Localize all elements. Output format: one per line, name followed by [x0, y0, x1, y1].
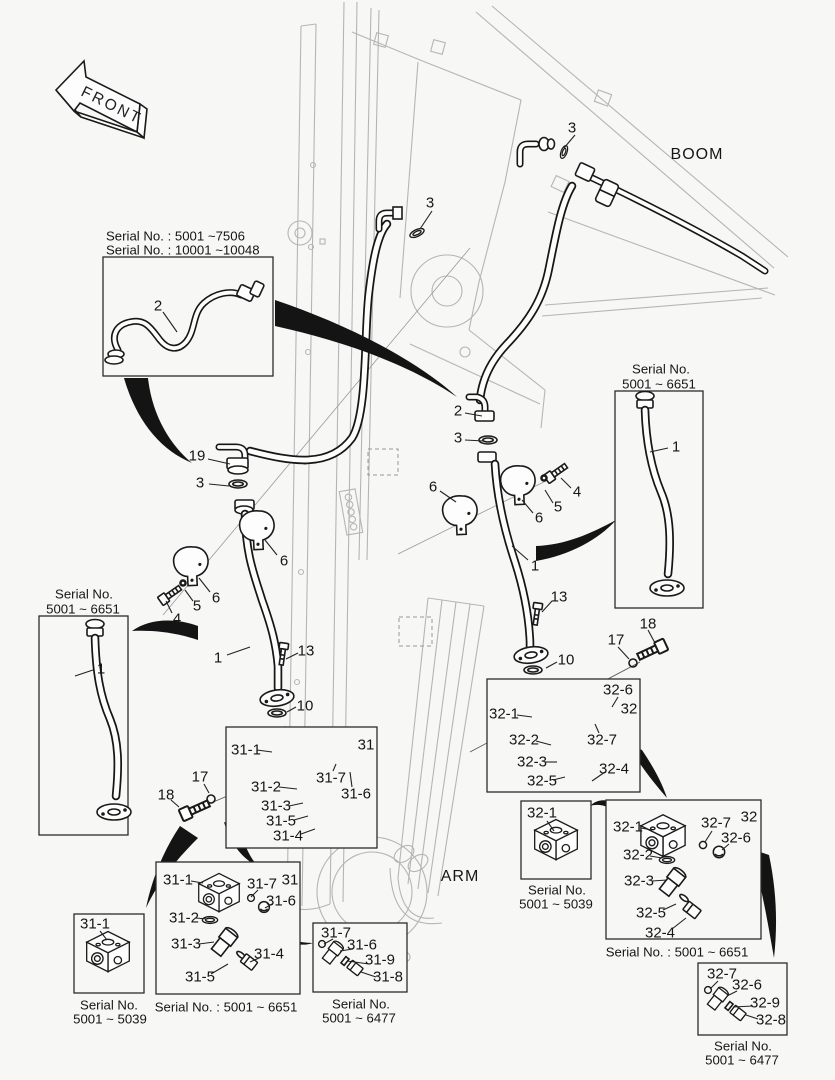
callout-boxes: [38, 256, 788, 1036]
box-pipe-1-right: [614, 390, 704, 609]
dashed-detail-boxes: [367, 448, 433, 647]
leader-lines: [74, 134, 759, 1020]
front-direction-arrow: FRONT: [54, 59, 148, 140]
box-asm-32: [605, 799, 762, 940]
box-32-main: [486, 678, 641, 793]
box-31-main: [225, 726, 378, 849]
box-hose-2: [102, 256, 274, 377]
